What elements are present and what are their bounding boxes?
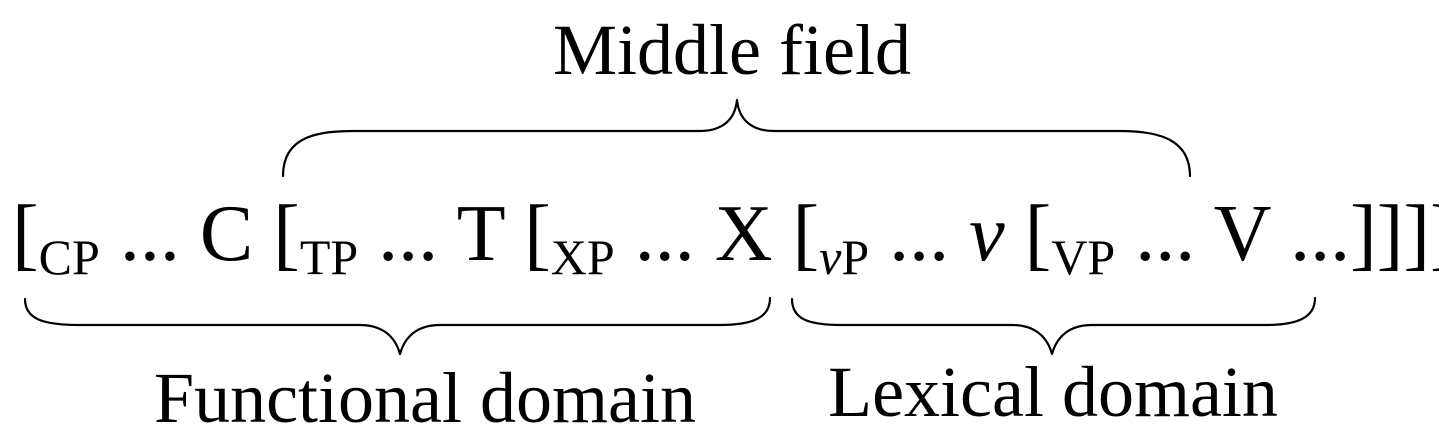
tp-subscript: TP [299, 229, 359, 285]
tp-body: ... T [358, 190, 525, 278]
cp-subscript: CP [38, 229, 100, 285]
small-vp-space [1005, 190, 1025, 278]
closing-brackets: ]]]]] [1350, 190, 1439, 278]
cp-open-bracket: [ [12, 190, 39, 278]
middle-field-label: Middle field [553, 10, 911, 90]
small-vp-subscript-v: v [819, 229, 842, 285]
lexical-domain-label: Lexical domain [828, 352, 1278, 432]
lexical-domain-brace [790, 296, 1317, 356]
vp-body: ... V ... [1115, 190, 1351, 278]
functional-domain-brace [23, 296, 772, 356]
small-vp-open-bracket: [ [792, 190, 820, 278]
small-vp-subscript: vP [819, 229, 869, 285]
small-vp-head: v [969, 190, 1005, 278]
small-vp-dots: ... [869, 190, 970, 278]
xp-body: ... X [614, 190, 793, 278]
vp-open-bracket: [ [1024, 190, 1052, 278]
functional-domain-label: Functional domain [154, 358, 696, 438]
xp-open-bracket: [ [524, 190, 551, 278]
cp-body: ... C [99, 190, 274, 278]
middle-field-brace [281, 98, 1192, 178]
xp-subscript: XP [550, 229, 615, 285]
tp-open-bracket: [ [273, 190, 300, 278]
vp-subscript: VP [1051, 229, 1116, 285]
phrase-structure: [CP ... C [TP ... T [XP ... X [vP ... v … [12, 194, 1439, 282]
small-vp-subscript-p: P [841, 229, 870, 285]
